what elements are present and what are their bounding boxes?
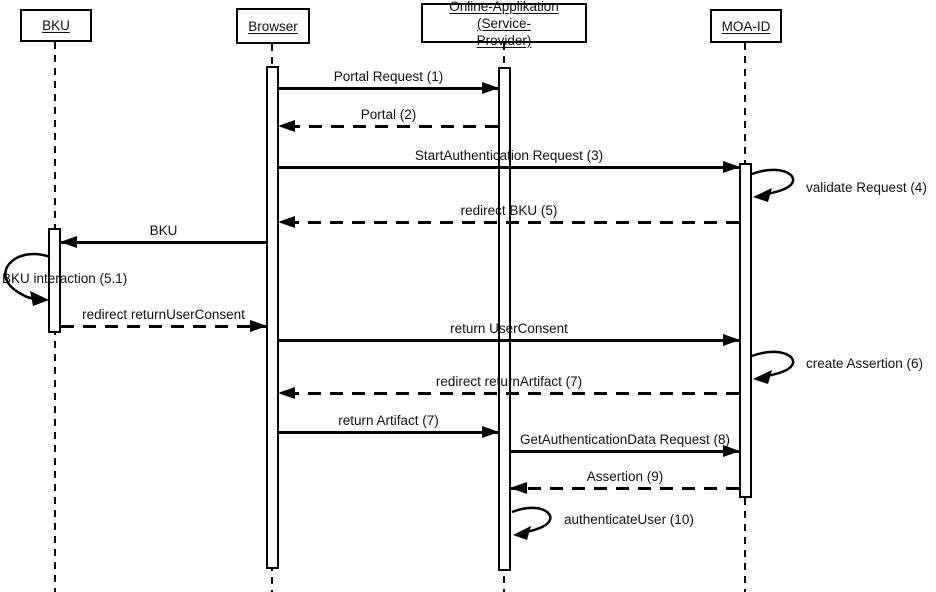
message-line [278,387,739,400]
message-return-artifact: return Artifact (7) [279,412,499,439]
message-label: redirect BKU (5) [460,203,558,218]
message-startauthentication-request: StartAuthentication Request (3) [279,147,740,174]
arrowhead-right-icon [723,445,740,458]
message-label: Portal Request (1) [333,69,444,84]
activation-bar-online-applikation [498,67,511,571]
message-getauthenticationdata-request: GetAuthenticationData Request (8) [511,431,740,458]
participant-box-browser: Browser [236,8,310,44]
participant-label-online-applikation: Online-Applikation (Service- Provider) [449,0,559,48]
message-line [61,320,267,333]
message-assertion: Assertion (9) [510,468,739,495]
arrowhead-left-icon [278,387,295,400]
arrowhead-right-icon [723,161,740,174]
message-label-create-assertion: create Assertion (6) [806,356,924,371]
message-return-userconsent: return UserConsent [279,320,740,347]
message-portal-request: Portal Request (1) [279,68,499,95]
message-label: Assertion (9) [586,469,664,484]
arrowhead-left-icon [510,482,527,495]
self-loop-create-assertion-icon [751,350,795,384]
message-portal: Portal (2) [278,106,498,133]
self-loop-bku-interaction-icon [4,252,51,306]
arrowhead-right-icon [723,334,740,347]
message-line [510,482,739,495]
message-label: StartAuthentication Request (3) [414,148,604,163]
message-line [279,161,740,174]
message-line [60,236,266,249]
message-label: GetAuthenticationData Request (8) [519,432,731,447]
participant-label-browser: Browser [248,18,298,34]
message-redirect-returnartifact: redirect returnArtifact (7) [278,373,739,400]
activation-bar-browser [266,66,279,569]
message-label: BKU [149,223,178,238]
message-line [279,82,499,95]
message-label: return UserConsent [450,321,568,336]
arrowhead-left-icon [278,120,295,133]
self-loop-authenticateuser-icon [511,506,552,540]
arrowhead-right-icon [482,82,499,95]
participant-label-bku: BKU [42,18,70,33]
message-line [511,445,740,458]
message-label: return Artifact (7) [338,413,439,428]
message-line [279,426,499,439]
arrowhead-right-icon [482,426,499,439]
participant-label-moa-id: MOA-ID [721,18,771,34]
message-label-bku-interaction: BKU interaction (5.1) [2,271,128,286]
message-label: Portal (2) [360,107,417,122]
activation-bar-moa-id [739,163,752,498]
activation-bar-bku [48,228,61,333]
message-label: redirect returnArtifact (7) [435,374,583,389]
message-label-validate-request: validate Request (4) [806,180,927,195]
message-line [278,216,739,229]
message-line [278,120,498,133]
participant-box-bku: BKU [20,9,92,42]
arrowhead-left-icon [60,236,77,249]
participant-box-online-applikation: Online-Applikation (Service- Provider) [421,0,587,48]
message-bku: BKU [60,222,266,249]
message-redirect-returnuserconsent: redirect returnUserConsent [61,306,267,333]
self-loop-validate-request-icon [751,168,795,202]
participant-box-moa-id: MOA-ID [710,9,782,43]
message-line [279,334,740,347]
arrowhead-left-icon [278,216,295,229]
message-redirect-bku: redirect BKU (5) [278,202,739,229]
arrowhead-right-icon [250,320,267,333]
message-label: redirect returnUserConsent [82,307,245,322]
message-label-authenticateuser: authenticateUser (10) [564,512,694,527]
